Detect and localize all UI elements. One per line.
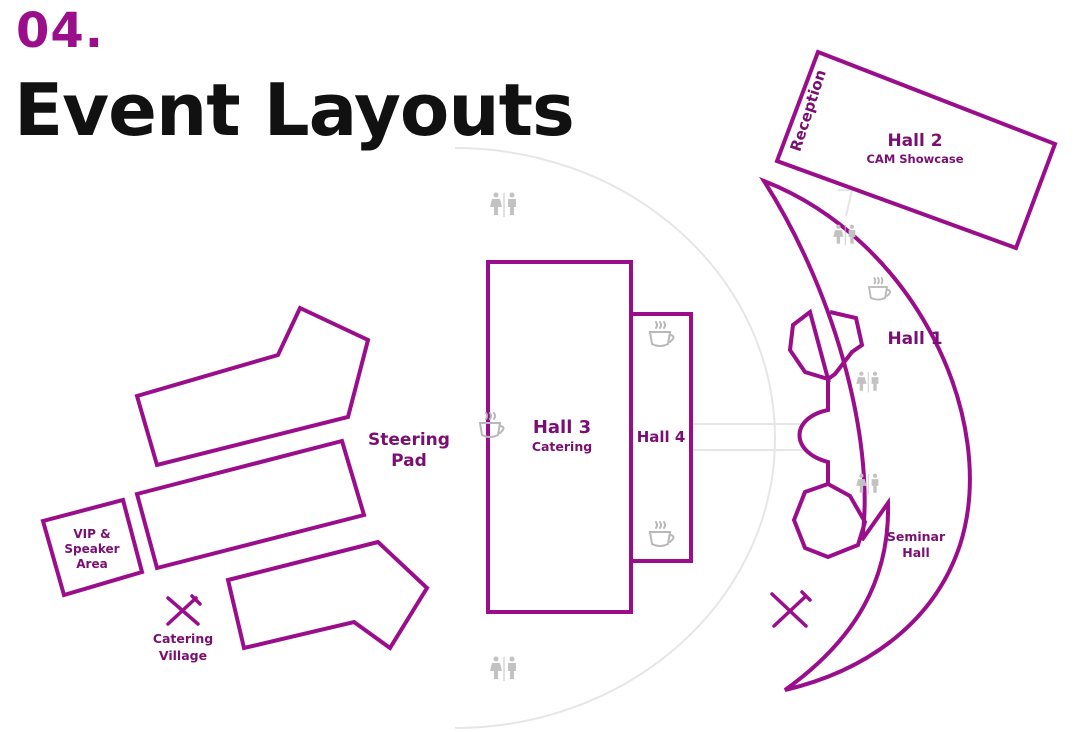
vip-label-line3: Area: [76, 557, 107, 571]
corridor-hall2-hall1: [838, 189, 854, 217]
hall-4-label: Hall 4: [637, 428, 686, 446]
coffee-cup-icon: [648, 321, 675, 347]
coffee-cup-icon: [867, 277, 892, 301]
vip-label-line2: Speaker: [64, 542, 119, 556]
page-title: Event Layouts: [14, 68, 575, 152]
catering-village-label-line1: Catering: [153, 631, 213, 646]
toilet-icon: [856, 473, 879, 495]
vip-speaker-area-zone[interactable]: VIP & Speaker Area: [40, 497, 145, 598]
toilet-icon: [833, 224, 856, 246]
reception-label: Reception: [787, 67, 830, 153]
hall-3-label: Hall 3: [533, 417, 591, 438]
hall-2-zone[interactable]: Hall 2 CAM Showcase Reception: [774, 49, 1058, 251]
hall-1-zone[interactable]: Hall 1 Seminar Hall: [759, 176, 972, 692]
toilet-icon: [490, 192, 516, 217]
exhibition-block-bottom[interactable]: [225, 539, 430, 651]
catering-village-zone[interactable]: Catering Village: [153, 594, 213, 663]
coffee-cup-icon: [648, 521, 675, 547]
steering-pad-label-line1: Steering: [368, 430, 450, 450]
fork-knife-icon: [770, 590, 812, 628]
hall-2-sublabel: CAM Showcase: [866, 152, 963, 166]
hall-4-zone[interactable]: Hall 4: [629, 312, 693, 563]
seminar-hall-label-line1: Seminar: [887, 529, 946, 544]
venue-boundary-arc: [454, 147, 776, 729]
steering-pad-label-line2: Pad: [391, 451, 427, 471]
exhibition-block-middle[interactable]: [134, 438, 367, 571]
seminar-hall-label-line2: Hall: [902, 545, 929, 560]
fork-knife-icon: [166, 594, 202, 626]
vip-label-line1: VIP &: [73, 527, 110, 541]
hall-2-label: Hall 2: [887, 131, 942, 151]
hall-1-annex-zone[interactable]: [787, 308, 868, 560]
hall-3-sublabel: Catering: [532, 439, 592, 454]
hall-3-zone[interactable]: Hall 3 Catering: [486, 260, 633, 614]
catering-village-label-line2: Village: [159, 648, 207, 663]
section-number: 04.: [16, 3, 105, 59]
corridor-hall4-hall1: [692, 423, 806, 451]
hall-1-label: Hall 1: [887, 329, 942, 349]
exhibition-block-top[interactable]: [134, 305, 371, 468]
toilet-icon: [856, 371, 879, 393]
toilet-icon: [490, 656, 516, 681]
coffee-cup-icon: [478, 412, 505, 438]
